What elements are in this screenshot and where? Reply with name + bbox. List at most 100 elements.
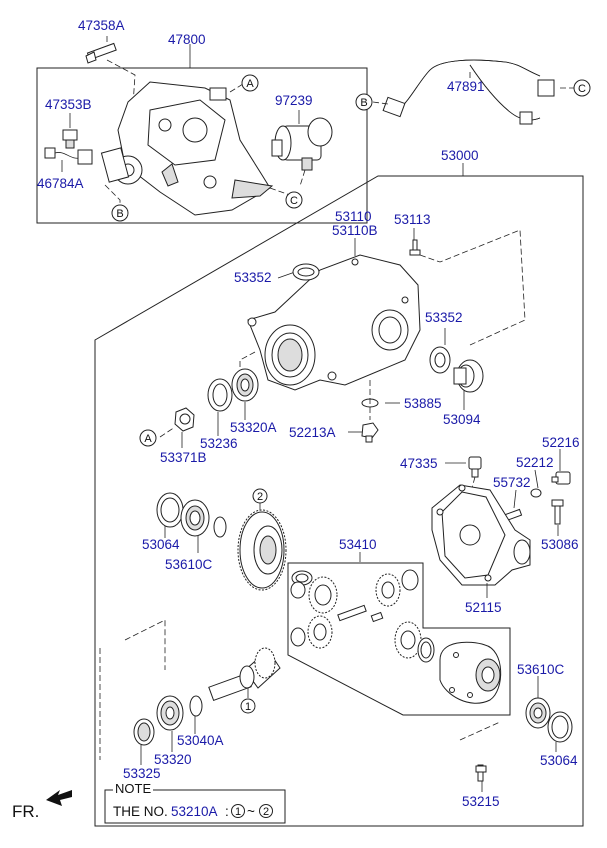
label-47800: 47800 (168, 32, 206, 47)
label-97239: 97239 (275, 93, 313, 108)
bearing-cup-53064-left (156, 492, 184, 528)
note-range-end-circle (259, 804, 273, 818)
callout-C-harness-label: C (578, 83, 586, 95)
callout-2-label: 2 (257, 491, 263, 503)
label-47891: 47891 (447, 79, 485, 94)
note-range-start-circle (231, 804, 245, 818)
transfer-case-47800 (100, 81, 274, 216)
callout-C-harness: C (573, 79, 591, 97)
note-colon: : (225, 804, 229, 819)
callout-B-harness: B (355, 93, 373, 111)
actuator-97239 (271, 117, 333, 171)
dash-cover-outline (419, 229, 526, 346)
dash-A-nut (159, 426, 176, 438)
note-range-end: 2 (263, 806, 269, 818)
label-52115: 52115 (465, 600, 502, 615)
lock-nut-53371B (174, 407, 195, 432)
sensor-47353B (62, 129, 78, 149)
breather-47335 (468, 456, 482, 478)
label-53410: 53410 (339, 537, 377, 552)
spacer-53236 (207, 378, 233, 412)
leader-55732 (513, 489, 517, 509)
dash-B-harness (372, 101, 389, 105)
label-53110: 53110 (335, 209, 372, 224)
leader-53352-top (277, 271, 296, 279)
label-53064-right: 53064 (540, 753, 578, 768)
callout-1-label: 1 (245, 701, 251, 713)
assembly-47800-box (36, 67, 368, 224)
label-53352-top: 53352 (234, 270, 272, 285)
bearing-53320 (156, 695, 184, 731)
label-53320: 53320 (154, 752, 192, 767)
harness-46784A (44, 147, 93, 165)
dash-breather (469, 476, 476, 496)
callout-B-harness-label: B (360, 97, 367, 109)
note-box: NOTE THE NO. 53210A : 1 ~ 2 (104, 781, 286, 824)
note-range-sep: ~ (247, 804, 255, 819)
dash-pinion-top (124, 619, 166, 670)
dash-C-top (269, 187, 291, 196)
pinion-callout-1: 1 (240, 698, 256, 714)
drive-pinion (208, 647, 281, 702)
label-55732: 55732 (493, 475, 531, 490)
note-range-start: 1 (235, 806, 241, 818)
bearing-cup-53064-right (547, 711, 573, 743)
label-53110B: 53110B (332, 223, 378, 238)
label-53320A: 53320A (230, 420, 277, 435)
label-53086: 53086 (541, 537, 579, 552)
label-52216: 52216 (542, 435, 580, 450)
bearing-cup-53325 (133, 718, 155, 746)
label-53040A: 53040A (177, 733, 224, 748)
label-53236: 53236 (200, 436, 238, 451)
label-47353B: 47353B (45, 97, 92, 112)
oil-seal-53352-top (292, 263, 320, 281)
callout-A-top: A (241, 74, 259, 92)
bolt-53086 (551, 499, 564, 525)
oil-seal-53352-right (429, 346, 451, 374)
dash-53215 (459, 721, 501, 741)
differential-gears-53410 (290, 569, 502, 704)
note-title: NOTE (115, 781, 151, 796)
callout-A-nut: A (139, 429, 157, 447)
callout-B-top-label: B (116, 208, 123, 220)
carrier-housing-53110 (247, 254, 421, 391)
label-53064-left: 53064 (142, 537, 180, 552)
label-52213A: 52213A (289, 425, 336, 440)
dash-B-top (104, 184, 121, 208)
assembly-53000-box (94, 175, 584, 827)
wiring-harness-47891 (382, 59, 555, 125)
dash-A-top (229, 83, 244, 93)
dust-cover-53094 (453, 359, 484, 393)
label-53352-right: 53352 (425, 310, 463, 325)
front-arrow-icon (46, 790, 72, 806)
callout-C-top-label: C (290, 195, 298, 207)
callout-A-nut-label: A (144, 433, 152, 445)
spacer-53040A (189, 695, 203, 717)
label-53610C-left: 53610C (165, 557, 213, 572)
rear-cover-52115 (431, 484, 531, 586)
bolt-53215 (475, 764, 487, 782)
callout-C-top: C (285, 191, 303, 209)
ring-gear-callout-2: 2 (252, 488, 268, 504)
dash-47358A (106, 59, 136, 106)
label-46784A: 46784A (37, 176, 84, 191)
callout-B-top: B (111, 204, 129, 222)
drain-plug-52216 (551, 471, 571, 485)
label-53371B: 53371B (160, 450, 207, 465)
bearing-53320A (231, 368, 259, 402)
note-part-number: 53210A (171, 804, 218, 819)
label-53885: 53885 (404, 396, 442, 411)
bearing-race-left (213, 516, 227, 538)
label-52212: 52212 (516, 455, 554, 470)
label-53610C-right: 53610C (517, 662, 565, 677)
label-47358A: 47358A (78, 18, 125, 33)
bolt-47358A (85, 42, 117, 64)
gasket-52212 (530, 488, 542, 498)
label-53113: 53113 (394, 212, 431, 227)
label-53325: 53325 (123, 766, 161, 781)
label-53000: 53000 (441, 148, 479, 163)
dash-97239 (299, 169, 306, 187)
differential-53410-box (287, 562, 511, 716)
leader-52212 (534, 469, 539, 489)
